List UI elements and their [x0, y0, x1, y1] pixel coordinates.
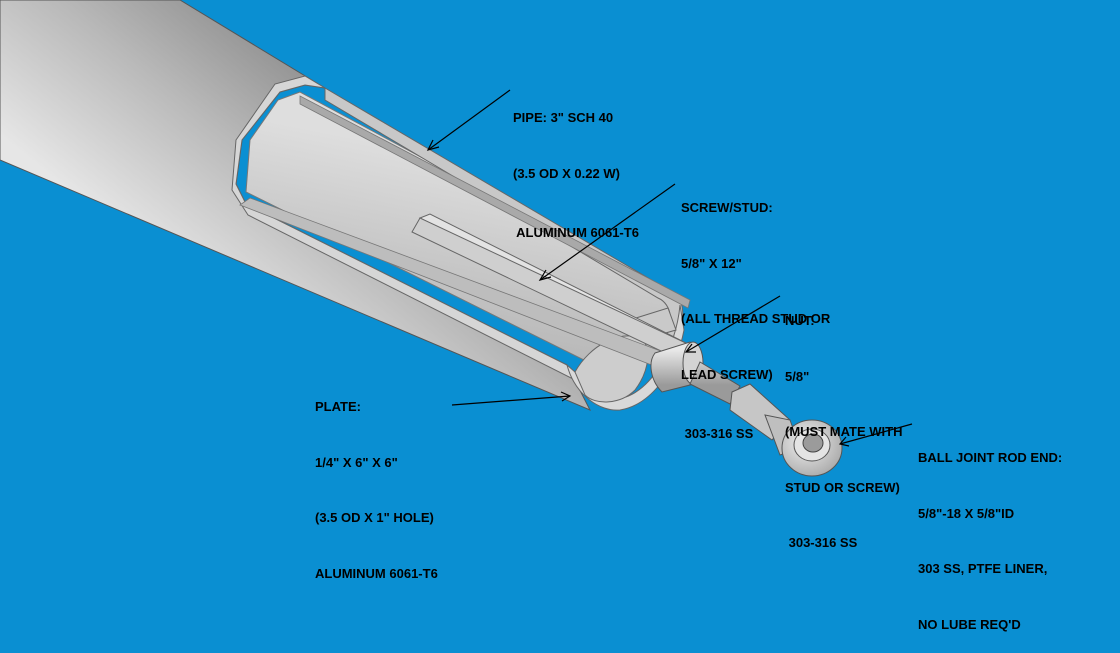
pipe-callout-material: ALUMINUM 6061-T6	[513, 225, 639, 240]
screw-arrowhead	[538, 269, 552, 281]
ball-joint-rod-end	[729, 383, 843, 477]
rod	[689, 361, 741, 405]
rod-end-callout-line-2: 5/8"-18 X 5/8"ID	[918, 505, 1015, 521]
nut-callout-line-1: NUT:	[785, 313, 815, 328]
screw-callout-line-4: LEAD SCREW)	[681, 366, 773, 382]
screw-stud	[239, 197, 691, 377]
plate-leader	[451, 395, 571, 406]
nut-leader	[685, 295, 781, 353]
rod-end-arrowhead	[838, 436, 850, 447]
assembly-drawing	[0, 0, 913, 477]
screw-callout-line-2: 5/8" X 12"	[681, 255, 742, 271]
rod-shaft	[689, 361, 741, 405]
pipe-leader	[427, 89, 511, 151]
rod-end-callout: BALL JOINT ROD END: 5/8"-18 X 5/8"ID 303…	[918, 412, 1062, 653]
nut-callout-line-3: (MUST MATE WITH	[785, 424, 903, 439]
rod-end-callout-line-1: BALL JOINT ROD END:	[918, 450, 1063, 465]
pipe-callout-line-2: (3.5 OD X 0.22 W)	[513, 165, 620, 181]
plate-callout-line-3: (3.5 OD X 1" HOLE)	[315, 510, 434, 525]
rod-end-bore	[802, 433, 824, 453]
screw-callout-material: 303-316 SS	[681, 426, 754, 441]
screw-leader	[539, 183, 676, 281]
plate-callout-line-2: 1/4" X 6" X 6"	[315, 454, 398, 470]
nut-callout-line-4: STUD OR SCREW)	[785, 479, 900, 495]
plate-callout-line-1: PLATE:	[315, 399, 361, 414]
rod-end-leader	[839, 423, 913, 445]
leader-lines	[426, 89, 913, 447]
pipe-slot-edge	[299, 95, 691, 309]
plate-arrowhead	[560, 391, 572, 402]
plate-callout: PLATE: 1/4" X 6" X 6" (3.5 OD X 1" HOLE)…	[315, 361, 438, 602]
screw-callout-line-1: SCREW/STUD:	[681, 200, 773, 215]
pipe-arrowhead	[426, 139, 440, 151]
rod-end-callout-line-3: 303 SS, PTFE LINER,	[918, 561, 1048, 576]
nut-callout-line-2: 5/8"	[785, 368, 810, 384]
pipe-callout-line-1: PIPE: 3" SCH 40	[513, 110, 614, 125]
rod-end-callout-line-4: NO LUBE REQ'D	[918, 616, 1021, 632]
screw-callout-line-3: (ALL THREAD STUD OR	[681, 311, 831, 326]
nut-callout: NUT: 5/8" (MUST MATE WITH STUD OR SCREW)…	[785, 275, 902, 571]
pipe-callout: PIPE: 3" SCH 40 (3.5 OD X 0.22 W) ALUMIN…	[513, 72, 639, 261]
nut-arrowhead	[684, 343, 696, 353]
nut-callout-material: 303-316 SS	[785, 535, 858, 550]
screw-callout: SCREW/STUD: 5/8" X 12" (ALL THREAD STUD …	[681, 162, 830, 462]
